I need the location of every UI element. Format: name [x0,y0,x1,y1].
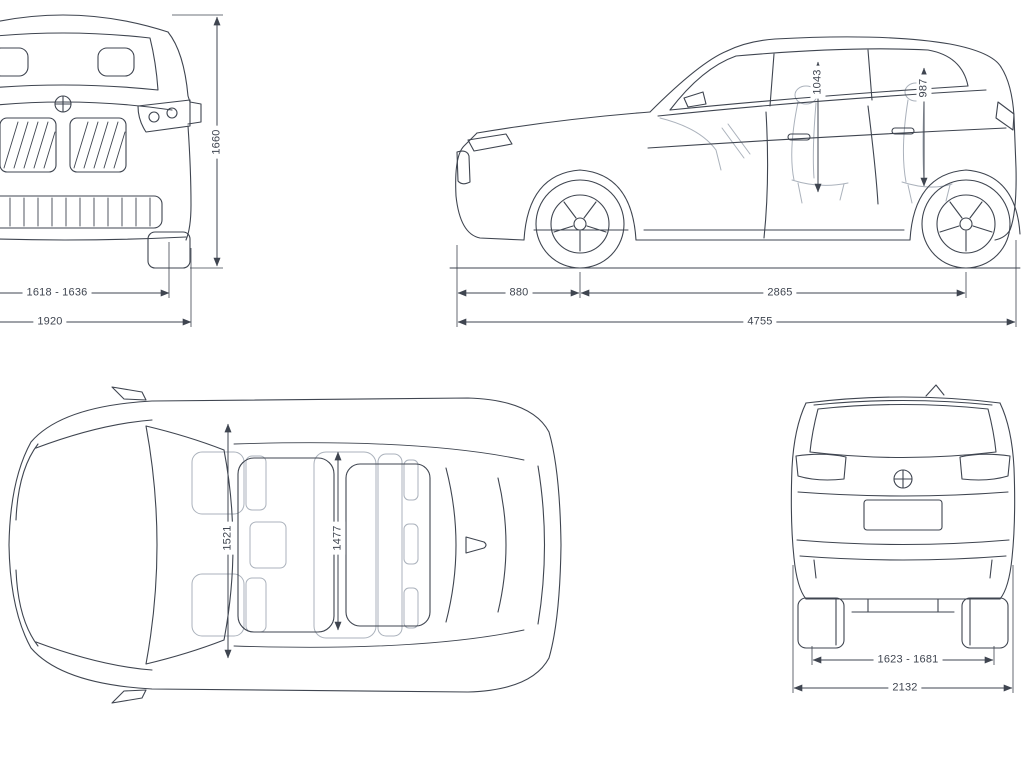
rear-headroom-label: 987 [916,74,932,102]
wheelbase-label: 2865 [763,285,797,301]
rear-view-drawing [790,384,1016,649]
rear-view-dimension-lines [792,565,1014,693]
antenna-fin-rear [925,384,945,397]
top-right-mirror [111,689,147,704]
front-wheel [535,179,625,269]
side-view-drawing [449,36,1021,269]
side-mirror [683,91,707,108]
front-left-headrest [0,47,29,77]
rear-track-label: 1623 - 1681 [873,652,943,668]
taillight-side [995,101,1015,131]
rear-overall-width-label: 2132 [888,680,922,696]
side-view-interior [659,82,953,204]
front-interior-width-label: 1521 [220,521,236,555]
panoramic-roof-rear [345,463,431,627]
license-plate-recess [863,499,943,531]
top-view-drawing [8,386,562,704]
antenna-fin-top [465,536,487,554]
front-door-handle [787,133,811,141]
front-overhang-label: 880 [505,285,533,301]
taillight-left [795,453,847,481]
rear-interior-width-label: 1477 [330,521,346,555]
front-right-headrest [97,47,135,77]
bmw-roundel-rear-icon [893,469,913,489]
front-headroom-label: 1043 [810,65,826,99]
front-overall-width-label: 1920 [33,314,67,330]
top-view-interior [191,451,419,639]
rear-right-tire [961,597,1009,649]
bmw-roundel-icon [54,95,72,113]
rear-left-tire [797,597,845,649]
front-view-dimension-lines [0,14,223,327]
rear-door-handle [891,127,915,135]
headlights [137,99,191,133]
overall-length-label: 4755 [743,314,777,330]
kidney-grille [0,117,127,173]
side-view-dimension-lines [456,61,1017,327]
front-track-width-label: 1618 - 1636 [22,285,92,301]
front-height-label: 1660 [209,125,225,159]
front-view-drawing [0,14,202,269]
top-left-mirror [111,386,147,401]
headlight-side [467,133,513,152]
taillight-right [959,453,1011,481]
rear-wheel [921,179,1011,269]
lower-air-intake [0,195,163,229]
